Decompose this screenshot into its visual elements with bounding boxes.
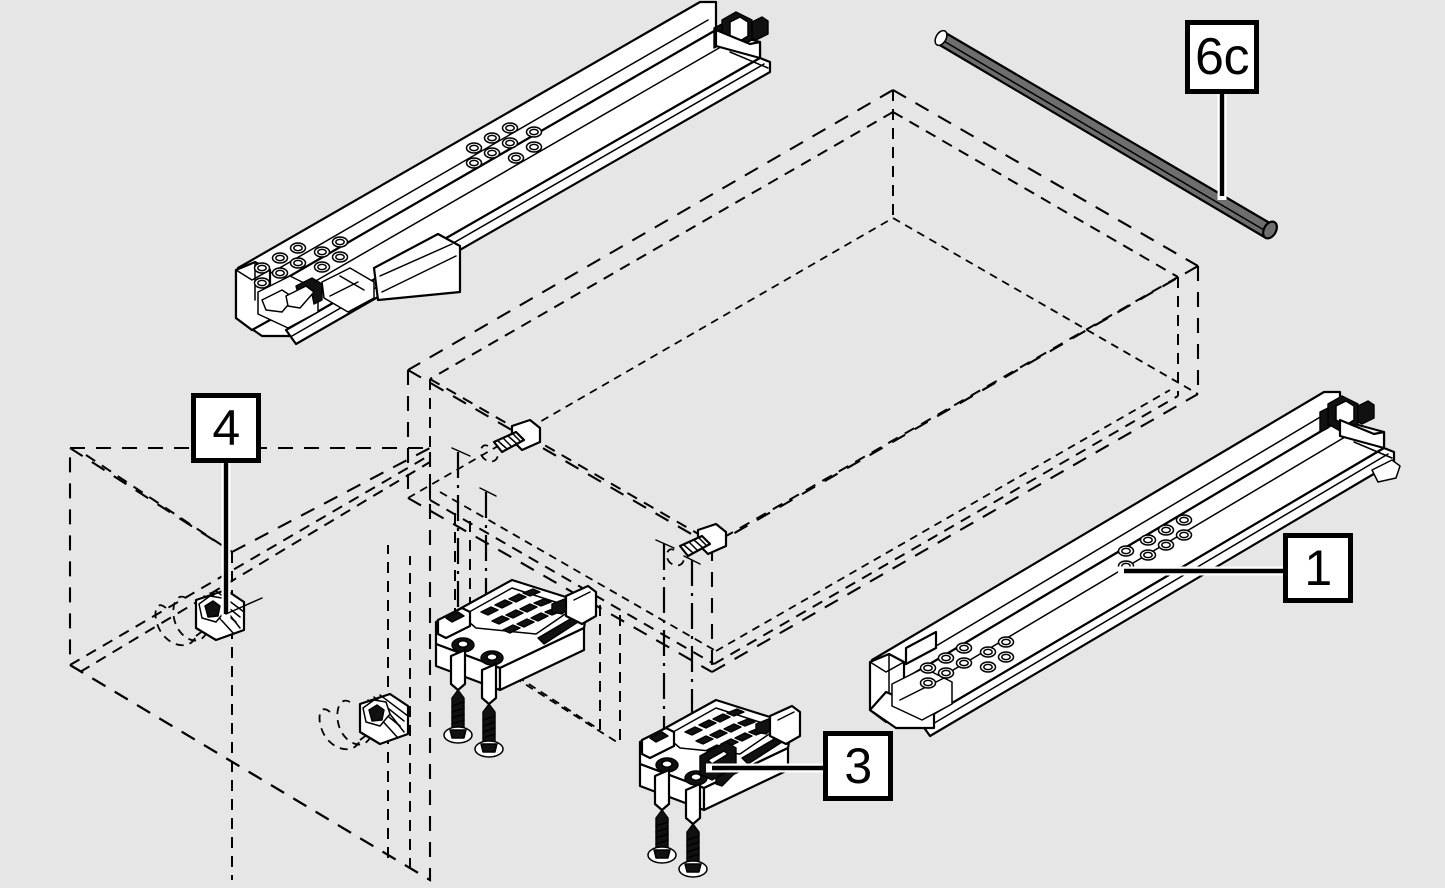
callout-label-3: 3 — [844, 738, 872, 794]
wood-screw-front-right — [678, 823, 708, 878]
callout-box-6c[interactable]: 6c — [1185, 20, 1259, 94]
expanding-dowel-insert-rear — [318, 692, 410, 751]
machine-screw-rear — [480, 418, 542, 463]
callout-box-4[interactable]: 4 — [191, 393, 261, 463]
cabinet-side-panel-phantom-outline — [68, 446, 432, 882]
callout-label-1: 1 — [1304, 540, 1332, 596]
rear-locking-device — [434, 578, 598, 706]
wood-screw-front-left — [647, 809, 677, 864]
machine-screw-front — [666, 522, 728, 567]
wood-screw-rear-left — [443, 689, 473, 744]
drawer-box-phantom-outline — [406, 89, 1200, 745]
expanding-dowel-insert-front — [154, 588, 246, 647]
callout-box-1[interactable]: 1 — [1283, 533, 1353, 603]
callout-leader-lines — [221, 92, 1285, 773]
drawer-runner-left — [234, 0, 772, 346]
callout-label-6c: 6c — [1195, 28, 1249, 86]
stabiliser-rod — [934, 29, 1278, 240]
wood-screw-rear-right — [474, 703, 504, 758]
runner-clip-right — [1319, 395, 1375, 433]
callout-box-3[interactable]: 3 — [823, 731, 893, 801]
callout-label-4: 4 — [212, 400, 240, 456]
